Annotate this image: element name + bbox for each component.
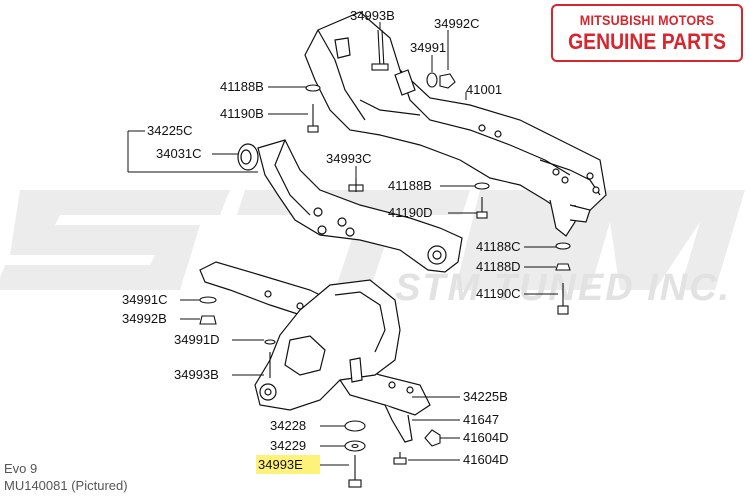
left-fasteners [199,296,276,378]
differential-housing [254,279,401,411]
genuine-parts-badge: MITSUBISHI MOTORS GENUINE PARTS [551,4,743,62]
caption-part-number: MU140081 (Pictured) [4,478,128,493]
label-34993c: 34993C [326,151,372,166]
label-41188d: 41188D [476,259,521,274]
label-34993e: 34993E [258,457,303,472]
badge-genuine-parts: GENUINE PARTS [568,29,726,54]
highlight-marker [256,455,320,474]
label-41188c: 41188C [476,239,521,254]
label-34991d: 34991D [174,332,220,347]
label-41001: 41001 [466,82,502,97]
caption-model: Evo 9 [4,461,38,476]
label-34993b-bottom: 34993B [174,367,219,382]
label-41188b-top: 41188B [220,79,264,94]
label-41604d-top: 41604D [463,430,509,445]
bottom-bushings [344,420,441,488]
label-34991: 34991 [410,40,446,55]
leader-lines [127,22,558,466]
label-41647: 41647 [463,412,499,427]
label-34992c: 34992C [434,16,480,31]
watermark-text: STM TUNED INC. [395,267,731,309]
badge-brand: MITSUBISHI MOTORS [579,12,715,28]
label-41604d-bottom: 41604D [463,452,509,467]
label-41190d: 41190D [388,205,433,220]
label-41188b-mid: 41188B [388,178,432,193]
label-34225b: 34225B [463,389,508,404]
watermark-s-shape [0,190,230,290]
bolt-34993c [348,178,364,192]
label-34031c: 34031C [156,146,202,161]
part-labels: 34993B 34992C 34991 41188B 41190B 41001 … [122,8,521,472]
label-34229: 34229 [270,438,306,453]
arm-34225c [237,139,463,273]
label-41190b: 41190B [220,106,264,121]
watermark-m-shape [455,190,745,290]
right-fasteners [474,182,571,315]
label-34225c: 34225C [147,123,193,138]
label-34992b: 34992B [122,311,167,326]
label-41190c: 41190C [476,286,521,301]
label-34993b-top: 34993B [350,8,395,23]
label-34991c: 34991C [122,292,168,307]
top-fasteners [305,29,456,133]
label-34228: 34228 [270,418,306,433]
